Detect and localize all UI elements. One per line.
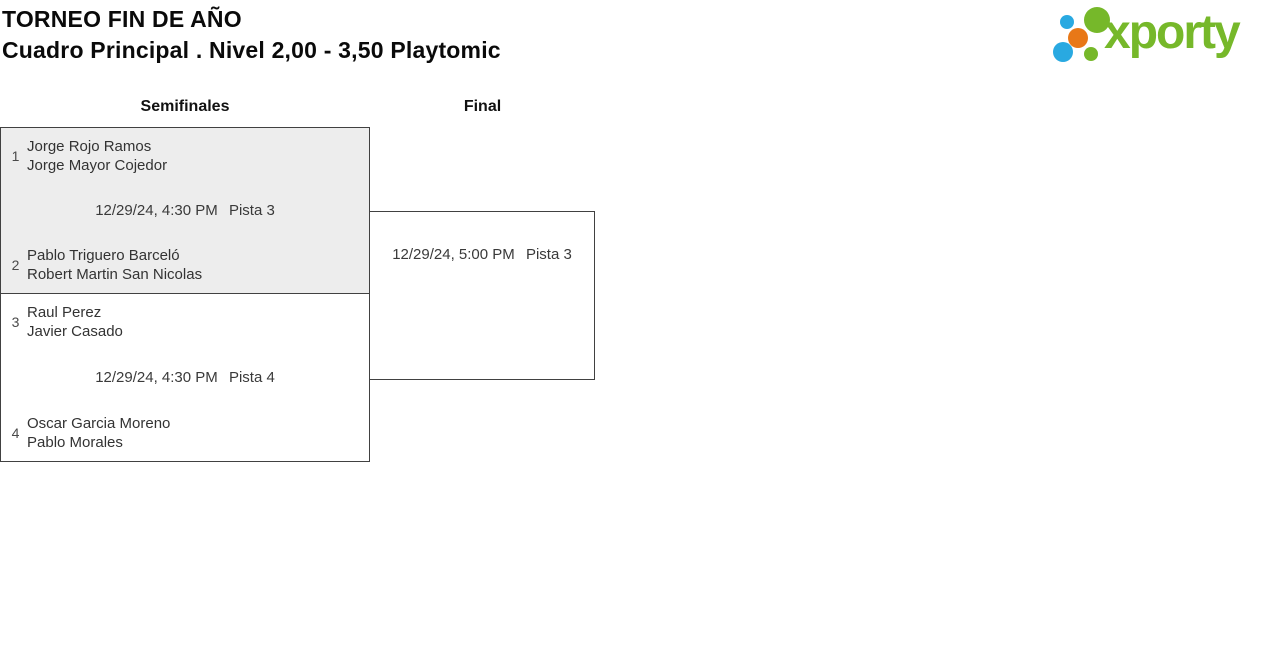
seed-number: 3 (11, 314, 20, 330)
match-semifinal-2[interactable]: 3 Raul Perez Javier Casado 12/29/24, 4:3… (0, 293, 370, 462)
match-schedule: 12/29/24, 4:30 PM Pista 4 (1, 368, 369, 387)
tournament-title: TORNEO FIN DE AÑO (2, 6, 242, 32)
player-name: Pablo Morales (27, 434, 123, 451)
player-name: Raul Perez (27, 304, 102, 321)
player-name: Jorge Rojo Ramos (27, 138, 152, 155)
match-final[interactable]: 12/29/24, 5:00 PM Pista 3 (369, 211, 595, 380)
team-slot-seed-3[interactable]: 3 Raul Perez Javier Casado (1, 303, 369, 341)
match-datetime: 12/29/24, 4:30 PM (95, 202, 218, 219)
player-name: Javier Casado (27, 323, 123, 340)
round-header-semifinales: Semifinales (140, 98, 230, 115)
player-name: Robert Martin San Nicolas (27, 266, 203, 283)
team-slot-seed-1[interactable]: 1 Jorge Rojo Ramos Jorge Mayor Cojedor (1, 137, 369, 175)
match-court: Pista 3 (525, 246, 572, 263)
bracket-subtitle: Cuadro Principal . Nivel 2,00 - 3,50 Pla… (2, 37, 501, 63)
team-players: Raul Perez Javier Casado (27, 303, 123, 341)
player-name: Jorge Mayor Cojedor (27, 157, 168, 174)
page-header: TORNEO FIN DE AÑO Cuadro Principal . Niv… (2, 4, 501, 67)
player-name: Pablo Triguero Barceló (27, 247, 180, 264)
match-schedule: 12/29/24, 5:00 PM Pista 3 (370, 245, 594, 264)
logo-dots-icon (1053, 7, 1110, 62)
match-datetime: 12/29/24, 4:30 PM (95, 369, 218, 386)
player-name: Oscar Garcia Moreno (27, 415, 171, 432)
xporty-logo[interactable]: xporty (1050, 0, 1280, 70)
team-players: Oscar Garcia Moreno Pablo Morales (27, 414, 170, 452)
logo-wordmark: xporty (1104, 6, 1241, 59)
seed-number: 1 (11, 148, 20, 164)
round-header-final: Final (463, 98, 502, 115)
match-court: Pista 4 (228, 369, 275, 386)
team-players: Pablo Triguero Barceló Robert Martin San… (27, 246, 202, 284)
match-court: Pista 3 (228, 202, 275, 219)
match-schedule: 12/29/24, 4:30 PM Pista 3 (1, 201, 369, 220)
team-players: Jorge Rojo Ramos Jorge Mayor Cojedor (27, 137, 167, 175)
seed-number: 2 (11, 257, 20, 273)
match-datetime: 12/29/24, 5:00 PM (392, 246, 515, 263)
match-semifinal-1[interactable]: 1 Jorge Rojo Ramos Jorge Mayor Cojedor 1… (0, 127, 370, 294)
team-slot-seed-4[interactable]: 4 Oscar Garcia Moreno Pablo Morales (1, 414, 369, 452)
team-slot-seed-2[interactable]: 2 Pablo Triguero Barceló Robert Martin S… (1, 246, 369, 284)
seed-number: 4 (11, 425, 20, 441)
